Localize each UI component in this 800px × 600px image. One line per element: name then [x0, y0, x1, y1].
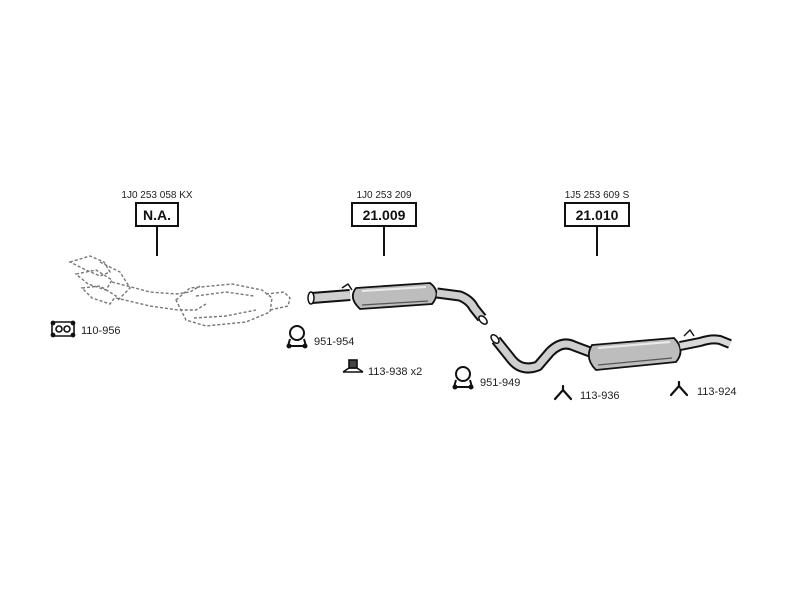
oem-number: 1J0 253 058 KX — [121, 190, 192, 201]
component-callout-middle-muffler: 1J0 253 209 21.009 — [351, 190, 417, 256]
hardware-item-113-936: 113-936 — [553, 384, 620, 402]
hardware-item-951-949: 951-949 — [452, 366, 520, 390]
hardware-item-113-938: 113-938 x2 — [342, 359, 422, 378]
hardware-item-951-954: 951-954 — [286, 325, 354, 349]
hardware-part-number[interactable]: 113-938 x2 — [368, 366, 422, 378]
hardware-part-number[interactable]: 110-956 — [81, 325, 121, 337]
part-label-box — [351, 202, 417, 227]
catalytic-converter-drawing — [68, 255, 291, 327]
hardware-part-number[interactable]: 113-924 — [697, 386, 737, 398]
hardware-part-number[interactable]: 951-954 — [314, 336, 354, 348]
part-number[interactable]: 21.010 — [576, 207, 619, 223]
part-label-box — [135, 202, 179, 227]
hardware-part-number[interactable]: 951-949 — [480, 377, 520, 389]
rubber-hanger-icon — [553, 384, 573, 401]
rubber-hanger-icon — [669, 380, 689, 397]
middle-muffler-drawing — [307, 282, 488, 325]
part-label-box — [564, 202, 630, 227]
component-callout-catalyst: 1J0 253 058 KX N.A. — [121, 190, 193, 256]
rear-muffler-drawing — [490, 329, 732, 374]
mounting-bracket-icon — [342, 359, 364, 373]
hardware-part-number[interactable]: 113-936 — [580, 390, 620, 402]
part-number[interactable]: 21.009 — [363, 207, 406, 223]
hardware-item-110-956: 110-956 — [50, 320, 121, 338]
gasket-icon — [50, 320, 76, 338]
oem-number: 1J0 253 209 — [356, 190, 411, 201]
clamp-icon — [452, 366, 474, 390]
hardware-item-113-924: 113-924 — [669, 380, 737, 398]
part-number[interactable]: N.A. — [143, 207, 171, 223]
clamp-icon — [286, 325, 308, 349]
oem-number: 1J5 253 609 S — [565, 190, 630, 201]
component-callout-rear-muffler: 1J5 253 609 S 21.010 — [564, 190, 630, 256]
